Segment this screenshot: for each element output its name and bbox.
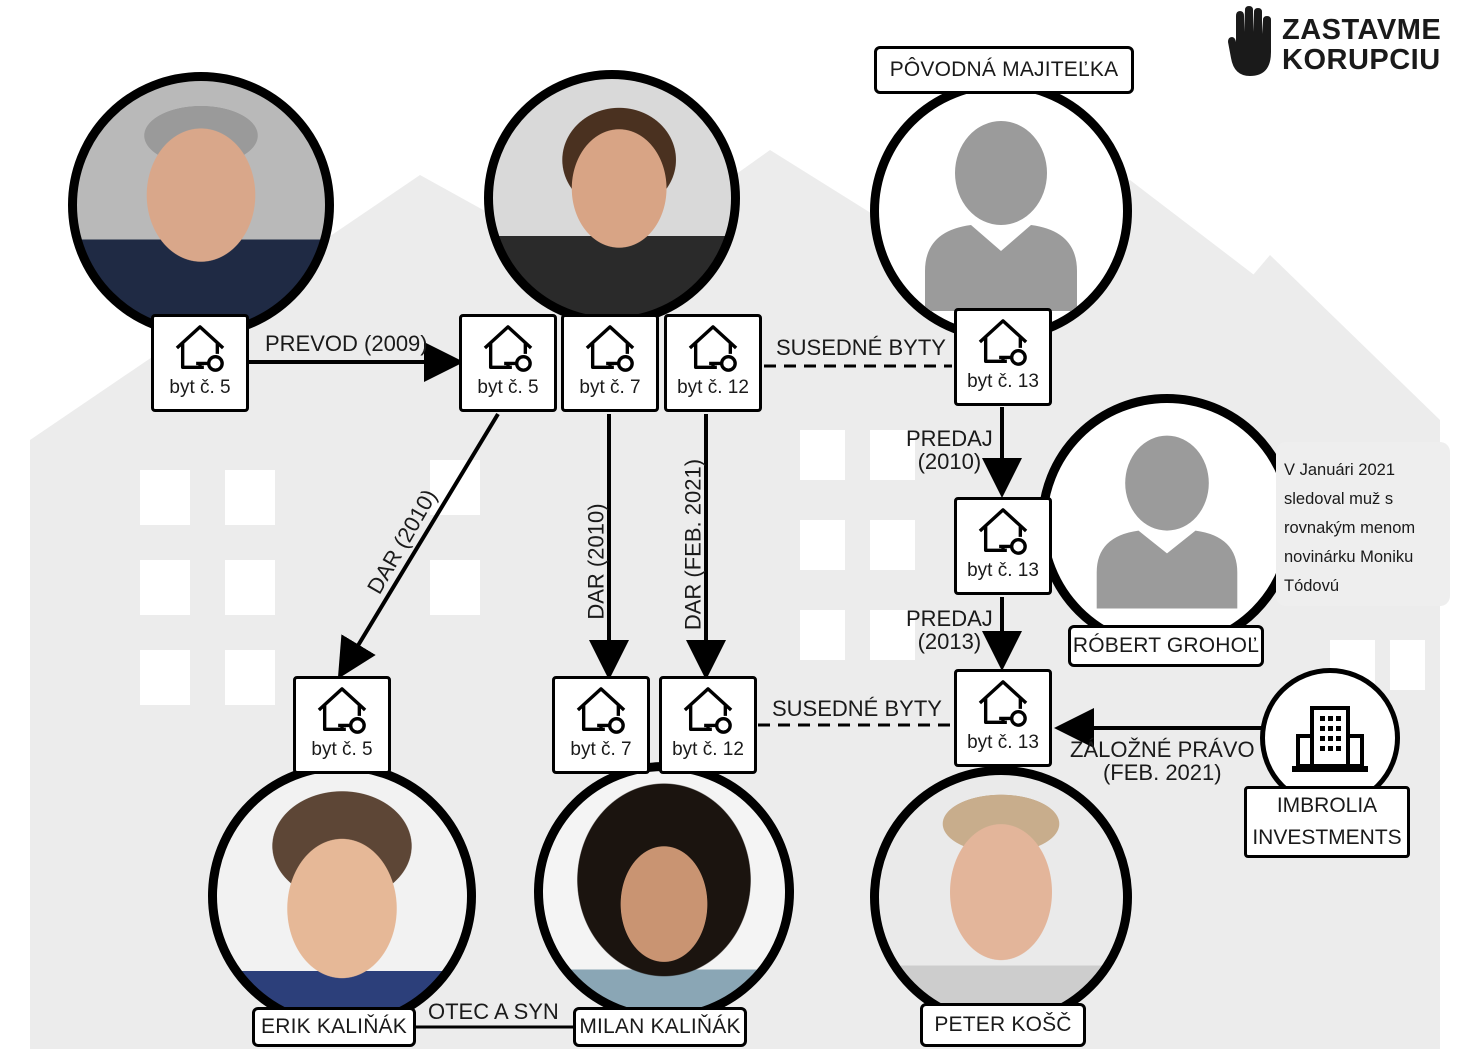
house-key-icon — [483, 325, 533, 372]
edge-label-dar-milan-12: DAR (FEB. 2021) — [680, 458, 706, 631]
office-building-icon — [1292, 706, 1368, 772]
apartment-grohol-13: byt č. 13 — [954, 497, 1052, 595]
note-line: rovnakým menom — [1284, 519, 1416, 537]
apartment-peter-13: byt č. 13 — [954, 669, 1052, 767]
apartment-milan-12: byt č. 12 — [659, 676, 757, 774]
hand-icon — [1228, 6, 1271, 76]
edge-label-predaj-1-line1: PREDAJ — [906, 426, 993, 451]
house-key-icon — [978, 680, 1028, 727]
apartment-kalinak-7: byt č. 7 — [561, 314, 659, 412]
house-key-icon — [585, 325, 635, 372]
apartment-kalinak-5: byt č. 5 — [459, 314, 557, 412]
person-silhouette-icon — [925, 121, 1077, 311]
edge-label-predaj-2-line2: (2013) — [917, 629, 982, 655]
label-erik: ERIK KALIŇÁK — [252, 1007, 416, 1047]
portrait-grohol — [1038, 394, 1296, 652]
apartment-label: byt č. 7 — [570, 739, 632, 760]
note-line: V Januári 2021 — [1284, 461, 1395, 479]
note-line: novinárku Moniku — [1284, 548, 1414, 566]
house-key-icon — [688, 325, 738, 372]
apartment-label: byt č. 5 — [477, 377, 539, 398]
label-peter: PETER KOŠČ — [920, 1003, 1086, 1047]
apartment-label: byt č. 13 — [967, 732, 1039, 753]
logo-line2: KORUPCIU — [1282, 44, 1441, 76]
edge-dar-erik — [337, 412, 500, 679]
label-imbrolia-line1: IMBROLIA — [1276, 794, 1378, 817]
note-line: sledoval muž s — [1284, 490, 1394, 508]
edge-label-zalozne: ZÁLOŽNÉ PRÁVO (FEB. 2021) — [1070, 738, 1255, 784]
edge-label-prevod: PREVOD (2009) — [265, 331, 428, 356]
house-key-icon — [317, 687, 367, 734]
note-line: Tódovú — [1284, 577, 1340, 595]
label-grohol: RÓBERT GROHOĽ — [1068, 625, 1264, 667]
zastavme-korupciu-logo: ZASTAVME KORUPCIU — [1228, 6, 1442, 80]
portrait-milan — [534, 762, 794, 1022]
portrait-fico — [68, 72, 334, 338]
apartment-owner-13: byt č. 13 — [954, 308, 1052, 406]
apartment-fico-5: byt č. 5 — [151, 314, 249, 412]
info-note: V Januári 2021 sledoval muž s rovnakým m… — [1276, 442, 1450, 606]
portrait-kalinak — [484, 70, 740, 326]
edge-label-predaj-2: PREDAJ (2013) — [906, 607, 993, 653]
logo-line1: ZASTAVME — [1282, 14, 1442, 46]
apartment-kalinak-12: byt č. 12 — [664, 314, 762, 412]
label-imbrolia-line2: INVESTMENTS — [1252, 826, 1402, 849]
label-imbrolia: IMBROLIA INVESTMENTS — [1244, 786, 1410, 858]
edge-label-dar-milan-7: DAR (2010) — [583, 503, 609, 620]
portrait-erik — [208, 762, 476, 1030]
apartment-label: byt č. 7 — [579, 377, 641, 398]
edge-label-predaj-1: PREDAJ (2010) — [906, 427, 993, 473]
apartment-label: byt č. 13 — [967, 371, 1039, 392]
apartment-label: byt č. 5 — [311, 739, 373, 760]
label-milan: MILAN KALIŇÁK — [573, 1007, 747, 1047]
portrait-original-owner — [870, 80, 1132, 342]
edge-label-predaj-2-line1: PREDAJ — [906, 606, 993, 631]
apartment-label: byt č. 12 — [672, 739, 744, 760]
apartment-label: byt č. 5 — [169, 377, 231, 398]
edge-label-predaj-1-line2: (2010) — [917, 449, 982, 475]
house-key-icon — [175, 325, 225, 372]
house-key-icon — [978, 319, 1028, 366]
apartment-milan-7: byt č. 7 — [552, 676, 650, 774]
apartment-label: byt č. 13 — [967, 560, 1039, 581]
edge-label-otec-a-syn: OTEC A SYN — [428, 999, 559, 1024]
house-key-icon — [978, 508, 1028, 555]
portrait-peter — [870, 766, 1132, 1028]
person-silhouette-icon — [1096, 435, 1238, 609]
apartment-erik-5: byt č. 5 — [293, 676, 391, 774]
apartment-label: byt č. 12 — [677, 377, 749, 398]
edge-label-zalozne-line2: (FEB. 2021) — [1102, 760, 1222, 786]
building-windows — [140, 430, 1425, 705]
edge-label-susedne-top: SUSEDNÉ BYTY — [776, 335, 946, 360]
house-key-icon — [683, 687, 733, 734]
house-key-icon — [576, 687, 626, 734]
edge-label-zalozne-line1: ZÁLOŽNÉ PRÁVO — [1070, 737, 1255, 762]
edge-label-susedne-bottom: SUSEDNÉ BYTY — [772, 696, 942, 721]
label-original-owner: PÔVODNÁ MAJITEĽKA — [874, 46, 1134, 94]
